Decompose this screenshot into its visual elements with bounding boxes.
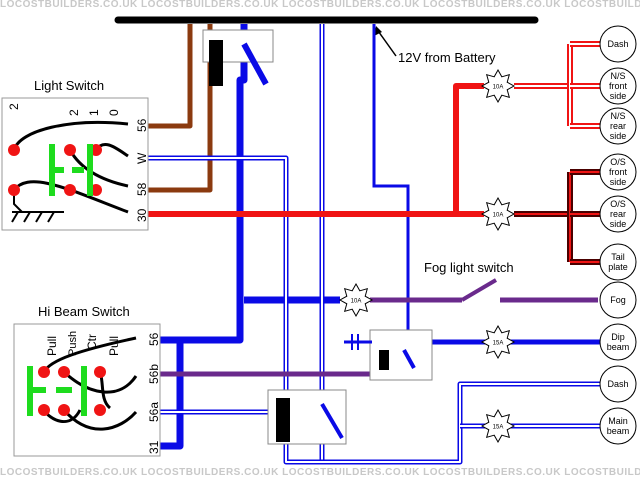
lamps: DashN/SfrontsideN/SrearsideO/SfrontsideO… bbox=[599, 25, 637, 445]
hi-beam-switch-title: Hi Beam Switch bbox=[38, 304, 130, 319]
light-switch-pos-2a: 2 bbox=[7, 103, 21, 110]
hi-beam-pos-pull-a: Pull bbox=[45, 336, 59, 356]
lamp-ns-front-label: front bbox=[609, 81, 628, 91]
lamp-os-front-label: side bbox=[610, 177, 627, 187]
lamp-os-rear bbox=[599, 195, 637, 233]
hi-beam-switch: Hi Beam Switch Pull Push Ctr Pull 56 56b… bbox=[13, 304, 161, 457]
lamp-tail-plate-label: Tail bbox=[611, 252, 625, 262]
lamp-dash-top bbox=[599, 25, 637, 63]
red-white-wires bbox=[514, 41, 600, 129]
lamp-dash-bottom bbox=[599, 365, 637, 403]
watermark-bottom: LOCOSTBUILDERS.CO.UK LOCOSTBUILDERS.CO.U… bbox=[0, 467, 640, 478]
light-switch-pos-1: 1 bbox=[87, 109, 101, 116]
lamp-ns-front-label: N/S bbox=[610, 71, 625, 81]
lamp-dip-beam-label: Dip bbox=[611, 332, 625, 342]
fuse-rating: 10A bbox=[493, 85, 504, 91]
lamp-os-front-label: O/S bbox=[610, 157, 626, 167]
light-switch-term-30: 30 bbox=[135, 208, 149, 222]
fuse-star bbox=[338, 282, 374, 318]
lamp-os-rear-label: O/S bbox=[610, 199, 626, 209]
lamp-os-front bbox=[599, 153, 637, 191]
hi-beam-term-56b: 56b bbox=[147, 364, 161, 384]
watermark-top: LOCOSTBUILDERS.CO.UK LOCOSTBUILDERS.CO.U… bbox=[0, 0, 640, 10]
relay-main bbox=[267, 389, 347, 445]
light-switch-pos-0: 0 bbox=[107, 109, 121, 116]
lamp-tail-plate-label: plate bbox=[608, 262, 628, 272]
fuse-rating: 10A bbox=[351, 299, 362, 305]
fuse-rating: 15A bbox=[493, 425, 504, 431]
lamp-fog bbox=[599, 281, 637, 319]
lamp-dip-beam-label: beam bbox=[607, 342, 630, 352]
purple-wires bbox=[150, 297, 598, 377]
lamp-tail-plate bbox=[599, 243, 637, 281]
light-switch: Light Switch 2 2 1 0 56 W 58 30 bbox=[1, 78, 149, 231]
battery-label: 12V from Battery bbox=[398, 50, 496, 65]
battery-pointer-arrow bbox=[374, 26, 382, 36]
lamp-os-rear-label: side bbox=[610, 219, 627, 229]
relay-top bbox=[202, 29, 274, 86]
light-switch-term-58: 58 bbox=[135, 182, 149, 196]
lamp-ns-front-label: side bbox=[610, 91, 627, 101]
fuse-star bbox=[480, 408, 516, 444]
lamp-ns-rear bbox=[599, 107, 637, 145]
lamp-main-beam-label: beam bbox=[607, 426, 630, 436]
lamp-main-beam-label: Main bbox=[608, 416, 628, 426]
blue-wire-battery-feed bbox=[372, 24, 410, 330]
light-switch-pos-2b: 2 bbox=[67, 109, 81, 116]
hi-beam-pos-ctr: Ctr bbox=[85, 334, 99, 350]
lamp-ns-rear-label: rear bbox=[610, 121, 626, 131]
lamp-dash-bottom-label: Dash bbox=[607, 379, 628, 389]
fuse-star bbox=[480, 68, 516, 104]
fuse-star bbox=[480, 324, 516, 360]
red-wires bbox=[148, 83, 484, 217]
dark-red-wires bbox=[514, 169, 600, 265]
lamp-os-rear-label: rear bbox=[610, 209, 626, 219]
lamp-ns-rear-label: side bbox=[610, 131, 627, 141]
lamp-fog-label: Fog bbox=[610, 295, 626, 305]
relay-dip bbox=[344, 329, 433, 381]
fuse-rating: 15A bbox=[493, 341, 504, 347]
fuse-rating: 10A bbox=[493, 213, 504, 219]
fuses: 10A 10A 10A 15A 15A bbox=[338, 68, 516, 444]
lamp-main-beam bbox=[599, 407, 637, 445]
light-switch-title: Light Switch bbox=[34, 78, 104, 93]
lamp-ns-rear-label: N/S bbox=[610, 111, 625, 121]
blue-wires bbox=[150, 24, 340, 450]
hi-beam-pos-push: Push bbox=[67, 331, 79, 356]
light-switch-term-56: 56 bbox=[135, 118, 149, 132]
fog-switch-label: Fog light switch bbox=[424, 260, 514, 275]
hi-beam-term-56: 56 bbox=[147, 332, 161, 346]
hi-beam-term-56a: 56a bbox=[147, 402, 161, 422]
fog-switch: Fog light switch bbox=[424, 260, 514, 302]
light-switch-term-w: W bbox=[135, 152, 149, 164]
hi-beam-term-31: 31 bbox=[147, 440, 161, 454]
hi-beam-pos-pull-b: Pull bbox=[107, 336, 121, 356]
lamp-os-front-label: front bbox=[609, 167, 628, 177]
brown-wires bbox=[148, 24, 213, 193]
lamp-dip-beam bbox=[599, 323, 637, 361]
lamp-dash-top-label: Dash bbox=[607, 39, 628, 49]
fuse-star bbox=[480, 196, 516, 232]
lamp-ns-front bbox=[599, 67, 637, 105]
